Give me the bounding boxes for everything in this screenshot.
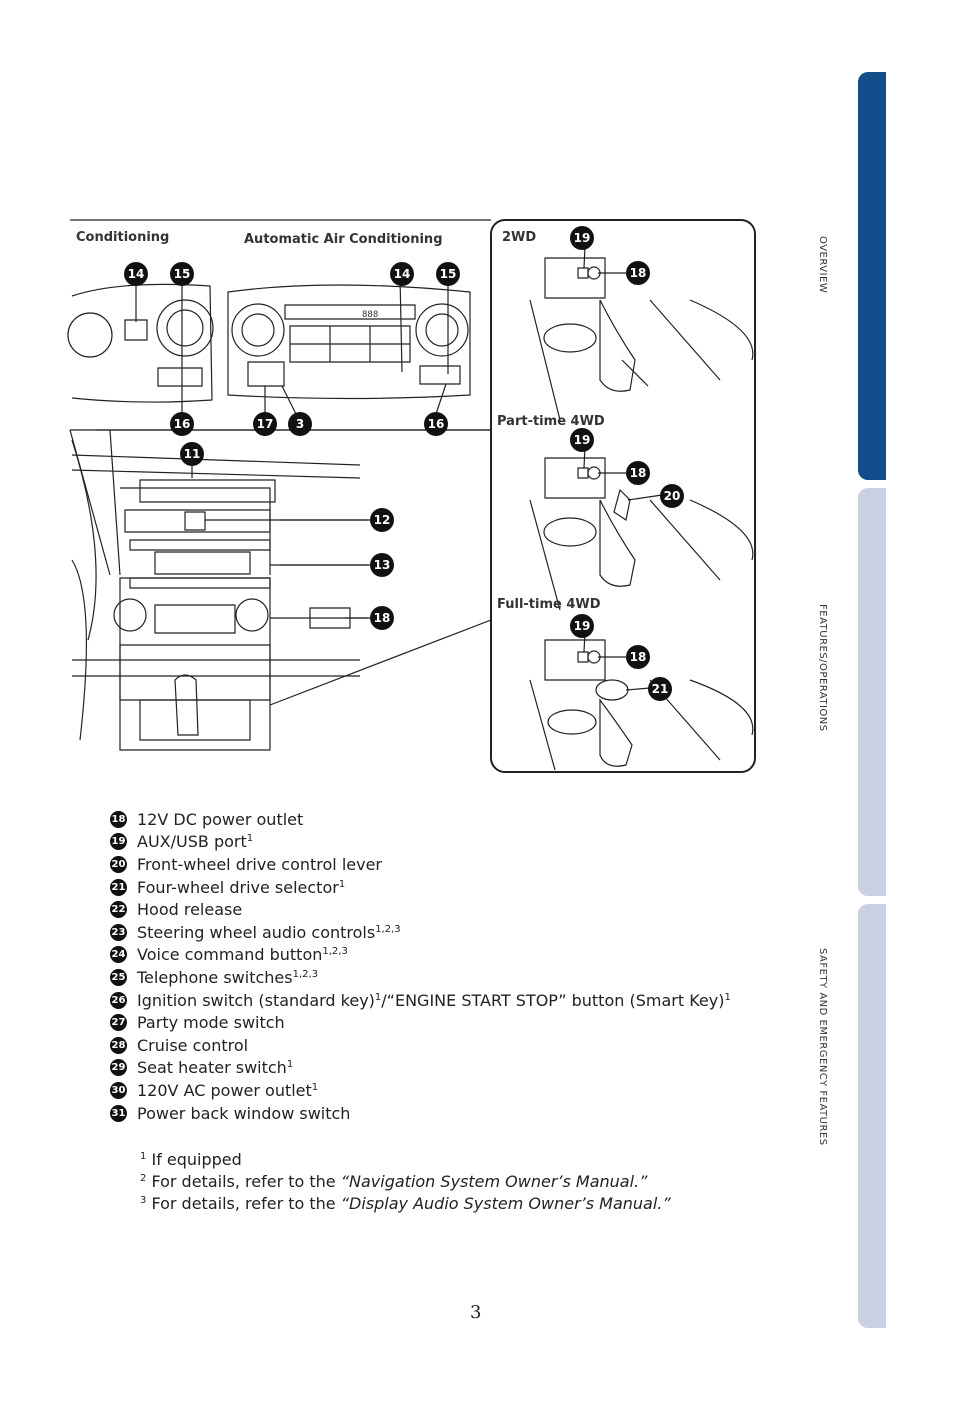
list-item: 23 Steering wheel audio controls1,2,3	[110, 921, 810, 944]
list-item: 22 Hood release	[110, 898, 810, 921]
legend-text: Hood release	[137, 900, 243, 920]
legend-number-badge: 23	[110, 923, 127, 941]
header-part-time-4wd: Part-time 4WD	[497, 414, 605, 429]
legend-text: AUX/USB port1	[137, 832, 254, 852]
legend-text: Seat heater switch1	[137, 1058, 294, 1078]
callout-16: 16	[170, 412, 194, 436]
legend-text: Voice command button1,2,3	[137, 945, 348, 965]
tab-safety-label: SAFETY AND EMERGENCY FEATURES	[817, 948, 828, 1146]
callout-3: 3	[288, 412, 312, 436]
callout-13: 13	[370, 553, 394, 577]
callout-19: 19	[570, 614, 594, 638]
callout-19: 19	[570, 428, 594, 452]
footnote: 3 For details, refer to the “Display Aud…	[140, 1194, 671, 1213]
callout-18: 18	[626, 461, 650, 485]
list-item: 25 Telephone switches1,2,3	[110, 966, 810, 989]
tab-safety-emergency[interactable]	[858, 904, 886, 1328]
legend-number-badge: 25	[110, 968, 127, 986]
legend-text: Party mode switch	[137, 1013, 285, 1033]
header-conditioning: Conditioning	[76, 230, 170, 245]
list-item: 26 Ignition switch (standard key)1/“ENGIN…	[110, 989, 810, 1012]
legend-text: Power back window switch	[137, 1103, 351, 1123]
legend-list: 18 12V DC power outlet 19 AUX/USB port1 20…	[110, 808, 810, 1124]
callout-17: 17	[253, 412, 277, 436]
callout-14: 14	[124, 262, 148, 286]
legend-text: 12V DC power outlet	[137, 809, 304, 829]
legend-number-badge: 31	[110, 1104, 127, 1122]
legend-number-badge: 21	[110, 878, 127, 896]
list-item: 20 Front-wheel drive control lever	[110, 853, 810, 876]
legend-number-badge: 22	[110, 901, 127, 919]
callout-15: 15	[436, 262, 460, 286]
legend-number-badge: 29	[110, 1059, 127, 1077]
legend-text: Cruise control	[137, 1035, 249, 1055]
callout-20: 20	[660, 484, 684, 508]
footnote: 2 For details, refer to the “Navigation …	[140, 1172, 648, 1191]
legend-number-badge: 20	[110, 855, 127, 873]
footnotes: 1 If equipped 2 For details, refer to th…	[140, 1150, 671, 1216]
list-item: 21 Four-wheel drive selector1	[110, 876, 810, 899]
legend-text: Front-wheel drive control lever	[137, 854, 382, 874]
legend-text: Four-wheel drive selector1	[137, 877, 346, 897]
legend-text: Steering wheel audio controls1,2,3	[137, 922, 401, 942]
list-item: 18 12V DC power outlet	[110, 808, 810, 831]
page-number: 3	[470, 1302, 482, 1323]
legend-text: Ignition switch (standard key)1/“ENGINE …	[137, 990, 731, 1010]
callout-21: 21	[648, 677, 672, 701]
callout-14: 14	[390, 262, 414, 286]
legend-text: 120V AC power outlet1	[137, 1080, 319, 1100]
list-item: 29 Seat heater switch1	[110, 1057, 810, 1080]
header-automatic-ac: Automatic Air Conditioning	[244, 232, 443, 247]
legend-number-badge: 27	[110, 1014, 127, 1032]
tab-overview[interactable]	[858, 72, 886, 480]
header-2wd: 2WD	[502, 230, 537, 245]
legend-number-badge: 30	[110, 1081, 127, 1099]
legend-number-badge: 24	[110, 946, 127, 964]
footnote: 1 If equipped	[140, 1150, 242, 1169]
callout-18: 18	[370, 606, 394, 630]
callout-18: 18	[626, 261, 650, 285]
header-full-time-4wd: Full-time 4WD	[497, 597, 601, 612]
legend-number-badge: 26	[110, 991, 127, 1009]
callout-11: 11	[180, 442, 204, 466]
list-item: 30 120V AC power outlet1	[110, 1079, 810, 1102]
legend-number-badge: 18	[110, 810, 127, 828]
list-item: 24 Voice command button1,2,3	[110, 944, 810, 967]
list-item: 31 Power back window switch	[110, 1102, 810, 1125]
list-item: 19 AUX/USB port1	[110, 831, 810, 854]
dashboard-illustration: 888	[0, 0, 960, 800]
legend-number-badge: 19	[110, 833, 127, 851]
tab-features-operations[interactable]	[858, 488, 886, 896]
ac-display-text: 888	[362, 310, 378, 320]
callout-12: 12	[370, 508, 394, 532]
list-item: 28 Cruise control	[110, 1034, 810, 1057]
callout-15: 15	[170, 262, 194, 286]
callout-18: 18	[626, 645, 650, 669]
callout-19: 19	[570, 226, 594, 250]
legend-text: Telephone switches1,2,3	[137, 967, 319, 987]
callout-16: 16	[424, 412, 448, 436]
list-item: 27 Party mode switch	[110, 1011, 810, 1034]
legend-number-badge: 28	[110, 1036, 127, 1054]
